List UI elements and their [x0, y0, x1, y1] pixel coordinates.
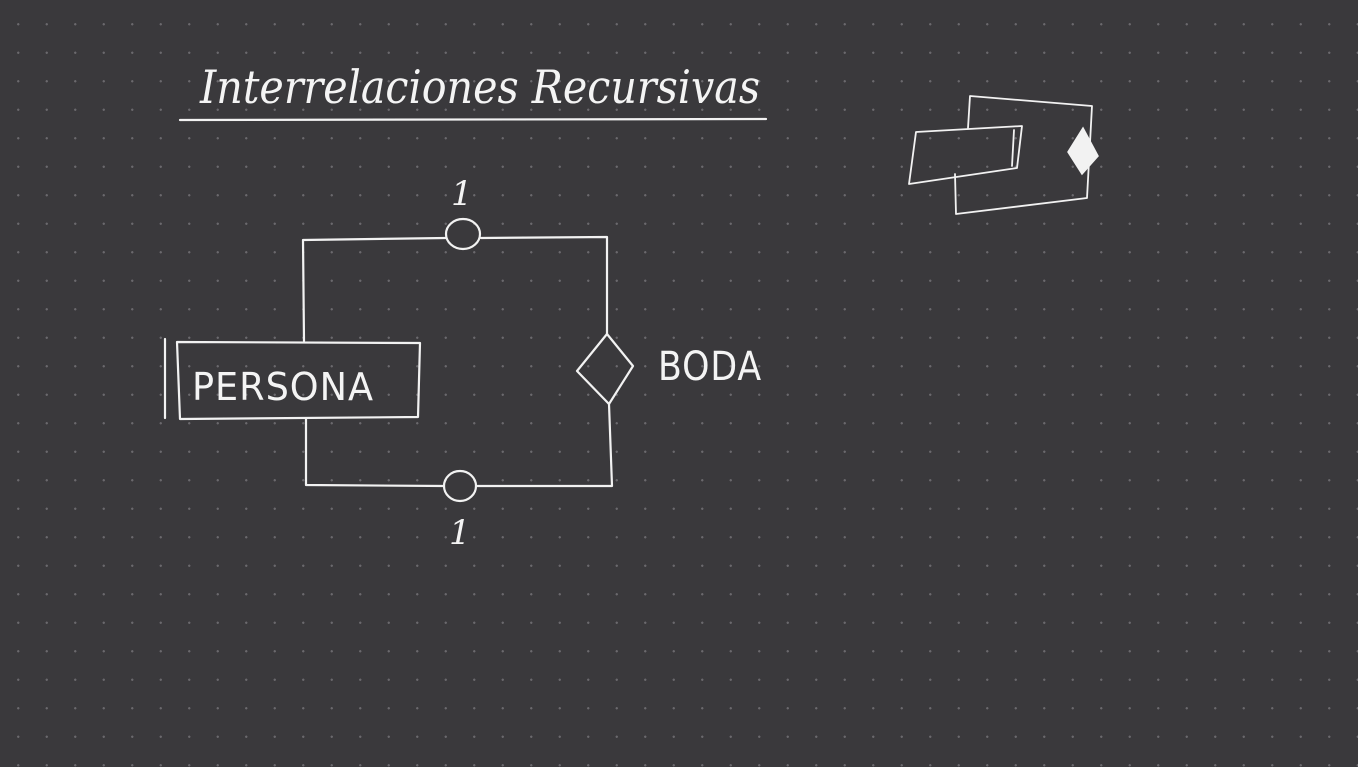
er-diagram: PERSONA 1 BODA 1: [163, 174, 762, 553]
top-connector-right: [479, 235, 609, 336]
bottom-connector-right: [475, 402, 614, 488]
top-cardinality-circle: [444, 217, 482, 251]
relationship-label: BODA: [658, 344, 762, 390]
bottom-cardinality-circle: [442, 469, 478, 503]
title-underline: [178, 117, 768, 122]
mini-sketch: [908, 95, 1099, 215]
mini-sketch-entity-inner: [1011, 129, 1015, 167]
entity-persona: PERSONA: [163, 337, 422, 421]
relationship-boda: BODA: [575, 332, 762, 406]
entity-box: [175, 340, 422, 421]
top-connector: [301, 236, 448, 343]
bottom-cardinality-label: 1: [449, 513, 471, 553]
mini-sketch-diamond: [1067, 126, 1099, 176]
bottom-connector-left: [304, 417, 446, 488]
relationship-diamond: [575, 332, 635, 406]
top-cardinality-label: 1: [451, 174, 473, 214]
entity-label: PERSONA: [192, 365, 374, 409]
page-title: Interrelaciones Recursivas: [199, 60, 760, 114]
mini-sketch-entity: [908, 125, 1023, 185]
